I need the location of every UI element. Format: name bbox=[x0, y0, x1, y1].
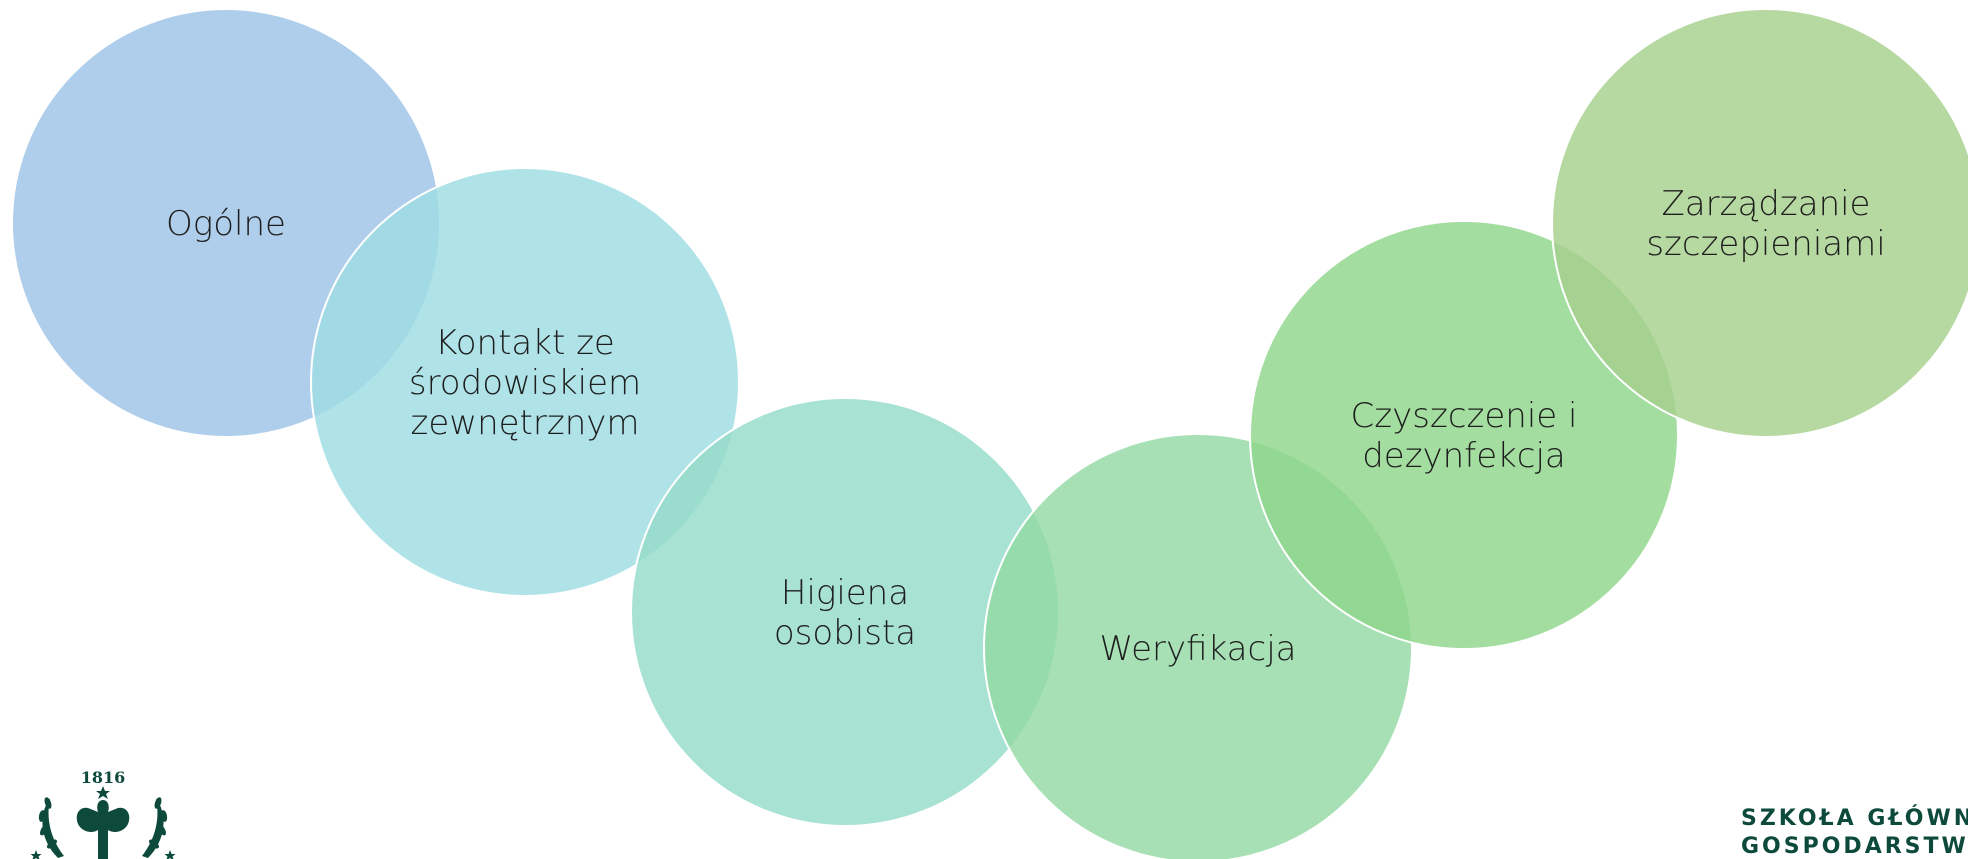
circle-shape-zarzadzanie bbox=[1551, 8, 1968, 438]
circle-label-kontakt-line-3: zewnętrznym bbox=[411, 403, 640, 443]
brand-name-line-2: GOSPODARSTWA bbox=[1741, 834, 1968, 859]
circle-label-ogolne-line-1: Ogólne bbox=[166, 204, 286, 244]
circle-label-czyszczenie-line-1: Czyszczenie i bbox=[1351, 396, 1578, 436]
circle-label-higiena-line-2: osobista bbox=[774, 613, 916, 653]
circle-label-kontakt-line-1: Kontakt ze bbox=[435, 323, 615, 363]
brand-name-line-1: SZKOŁA GŁÓWNA bbox=[1741, 806, 1968, 831]
circle-label-zarzadzanie-line-1: Zarządzanie bbox=[1662, 184, 1871, 224]
circle-shape-czyszczenie bbox=[1249, 220, 1679, 650]
circle-label-czyszczenie-line-2: dezynfekcja bbox=[1362, 436, 1566, 476]
circle-shape-kontakt bbox=[310, 167, 740, 597]
logo-year: 1816 bbox=[81, 770, 126, 787]
circle-label-higiena-line-1: Higiena bbox=[781, 573, 909, 613]
circle-label-weryfikacja-line-1: Weryfikacja bbox=[1100, 629, 1297, 669]
circle-label-zarzadzanie-line-2: szczepieniami bbox=[1646, 224, 1885, 264]
university-emblem-icon: 1816 bbox=[30, 770, 176, 859]
circle-label-kontakt-line-2: środowiskiem bbox=[409, 363, 641, 403]
